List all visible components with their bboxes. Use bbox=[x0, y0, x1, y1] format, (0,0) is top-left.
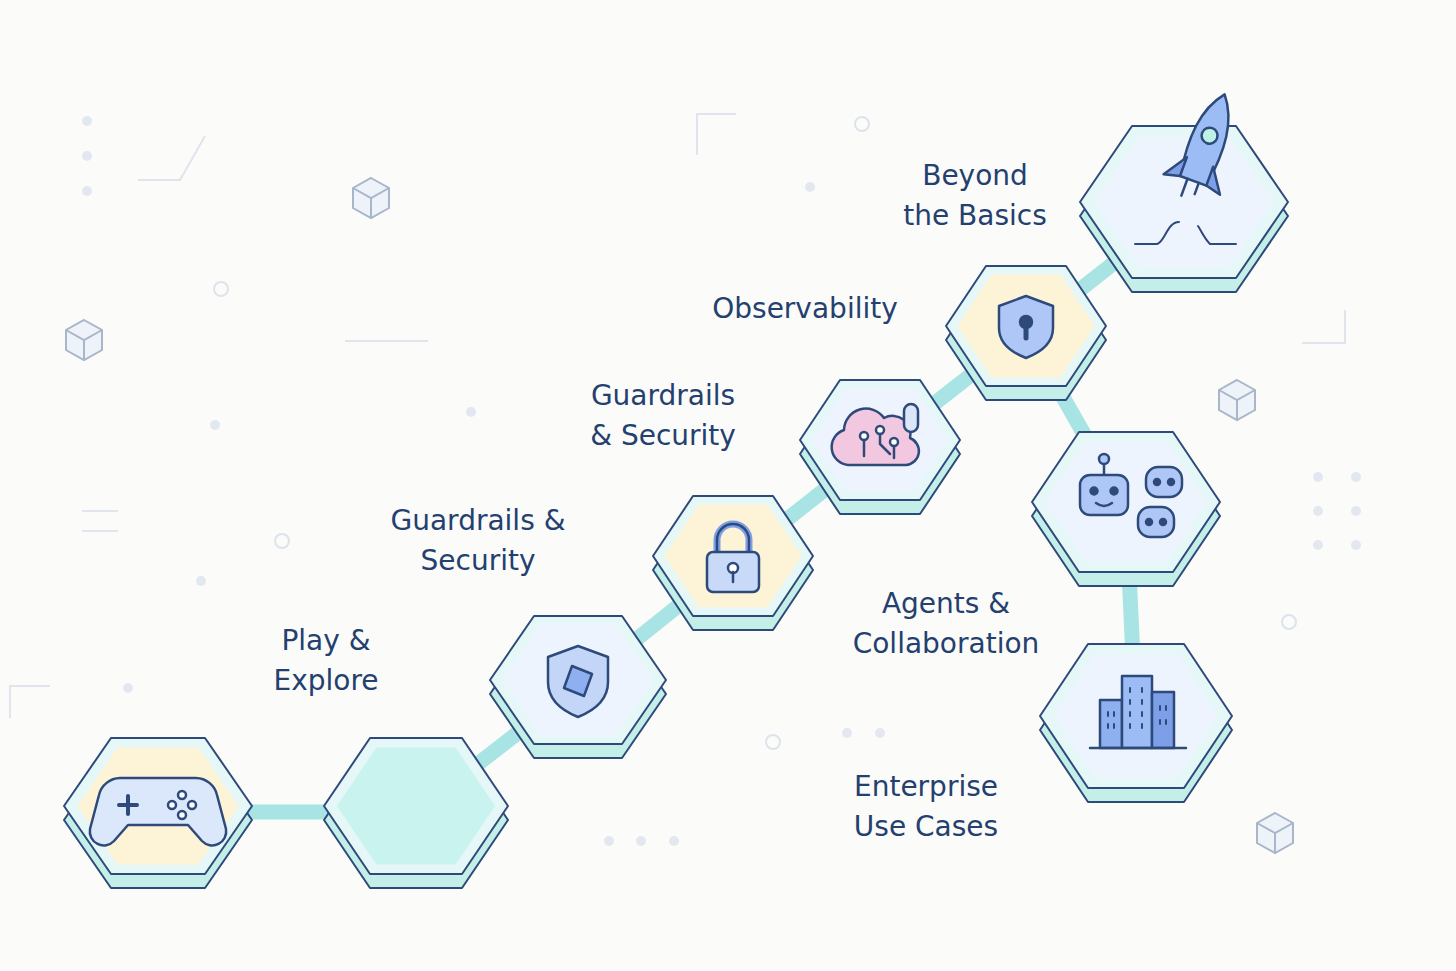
deco-ring bbox=[275, 534, 289, 548]
stage-hexagon bbox=[490, 616, 666, 758]
stage-hexagon bbox=[1032, 432, 1220, 586]
stage-label: Guardrails & Security bbox=[387, 501, 570, 581]
deco-dot bbox=[1313, 472, 1323, 482]
cloud-icon bbox=[832, 404, 919, 465]
deco-ring bbox=[855, 117, 869, 131]
stage-label: Play & Explore bbox=[254, 621, 398, 701]
stage-hexagon bbox=[1080, 126, 1288, 292]
deco-dot bbox=[466, 407, 476, 417]
stage-hexagon bbox=[64, 738, 252, 888]
stage-label: Enterprise Use Cases bbox=[850, 767, 1003, 847]
deco-dot bbox=[82, 151, 92, 161]
deco-dot bbox=[875, 728, 885, 738]
shield-icon bbox=[548, 646, 608, 717]
deco-dot bbox=[1351, 472, 1361, 482]
deco-dot bbox=[1351, 506, 1361, 516]
stage-label: Guardrails & Security bbox=[586, 376, 740, 456]
deco-cube bbox=[353, 178, 389, 218]
deco-dot bbox=[82, 116, 92, 126]
path-connectors bbox=[158, 208, 1184, 812]
deco-ring bbox=[1282, 615, 1296, 629]
deco-line bbox=[10, 686, 50, 718]
keyhole-shield-icon bbox=[999, 296, 1053, 358]
robot-icon bbox=[1080, 454, 1182, 537]
deco-cube bbox=[66, 320, 102, 360]
building-icon bbox=[1090, 676, 1186, 748]
deco-cube bbox=[1257, 813, 1293, 853]
stage-label: Agents & Collaboration bbox=[849, 584, 1044, 664]
deco-cube bbox=[1219, 380, 1255, 420]
deco-line bbox=[345, 340, 428, 342]
stage-hexagon bbox=[946, 266, 1106, 400]
deco-dot bbox=[604, 836, 614, 846]
deco-dot bbox=[669, 836, 679, 846]
stage-hexagon bbox=[800, 380, 960, 514]
deco-dot bbox=[196, 576, 206, 586]
deco-dot bbox=[123, 683, 133, 693]
deco-line bbox=[697, 114, 736, 155]
deco-ring bbox=[214, 282, 228, 296]
decorations bbox=[10, 114, 1361, 853]
stage-hexagon bbox=[653, 496, 813, 630]
stage-hexagon bbox=[324, 738, 508, 888]
deco-dot bbox=[210, 420, 220, 430]
rocket-icon bbox=[1135, 84, 1253, 244]
stage-label: Observability bbox=[706, 289, 904, 329]
deco-dot bbox=[636, 836, 646, 846]
deco-dot bbox=[842, 728, 852, 738]
deco-dot bbox=[1313, 540, 1323, 550]
deco-ring bbox=[766, 735, 780, 749]
stage-hexagon bbox=[1040, 644, 1232, 802]
deco-dot bbox=[805, 182, 815, 192]
stage-label: Beyond the Basics bbox=[899, 156, 1051, 236]
deco-dot bbox=[1351, 540, 1361, 550]
deco-dot bbox=[82, 186, 92, 196]
deco-dot bbox=[1313, 506, 1323, 516]
lock-icon bbox=[707, 524, 759, 592]
deco-line bbox=[138, 136, 205, 180]
gamepad-icon bbox=[90, 778, 226, 845]
deco-line bbox=[82, 511, 118, 531]
deco-line bbox=[1302, 310, 1345, 343]
